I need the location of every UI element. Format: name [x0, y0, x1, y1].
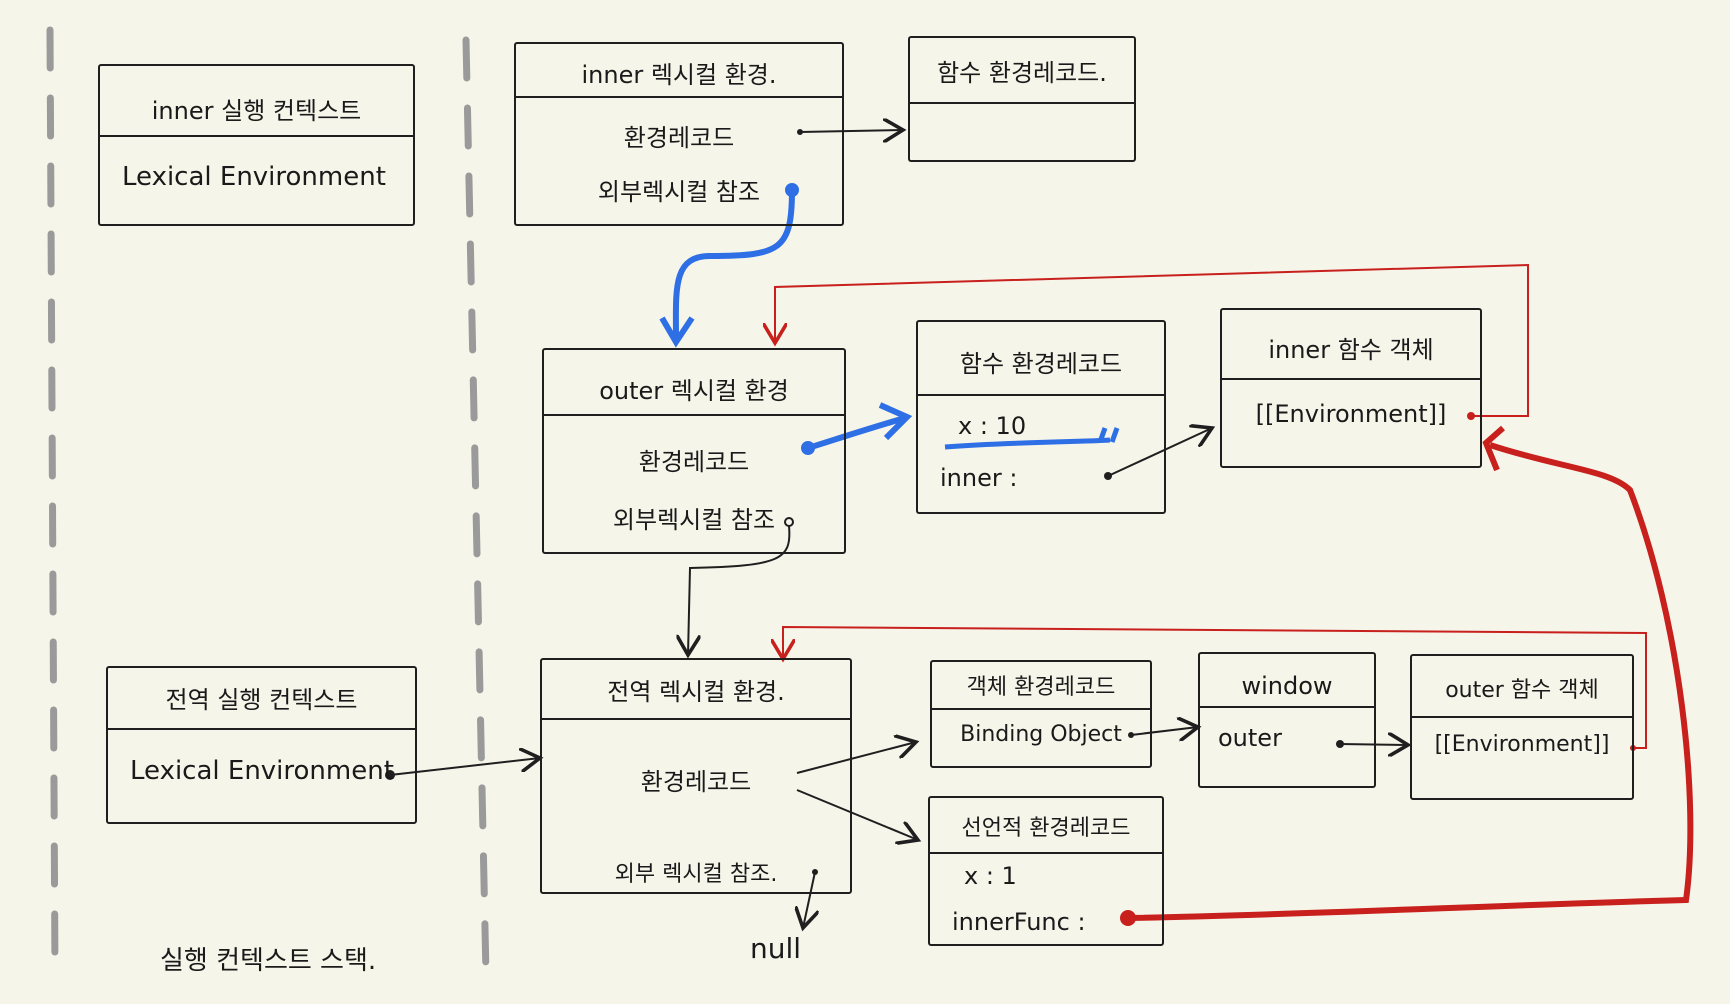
null-label: null: [750, 932, 802, 965]
window-object: window outer: [1198, 652, 1376, 788]
inner-function-object: inner 함수 객체 [[Environment]]: [1220, 308, 1482, 468]
outer-env-title: outer 렉시컬 환경: [544, 350, 844, 416]
inner-ctx-title: inner 실행 컨텍스트: [100, 66, 413, 137]
declarative-record-innerfunc: innerFunc :: [952, 908, 1086, 936]
outer-func-obj-title: outer 함수 객체: [1412, 656, 1632, 718]
object-record-title: 객체 환경레코드: [932, 662, 1150, 710]
outer-func-record-title: 함수 환경레코드: [918, 322, 1164, 396]
outer-function-env-record: 함수 환경레코드 x : 10 inner :: [916, 320, 1166, 514]
global-ctx-title: 전역 실행 컨텍스트: [108, 668, 415, 730]
inner-func-record-title: 함수 환경레코드.: [910, 38, 1134, 104]
outer-lexical-environment: outer 렉시컬 환경 환경레코드 외부렉시컬 참조: [542, 348, 846, 554]
outer-function-object: outer 함수 객체 [[Environment]]: [1410, 654, 1634, 800]
global-env-outer-ref: 외부 렉시컬 참조.: [614, 862, 778, 887]
global-ctx-lexenv: Lexical Environment: [130, 756, 394, 786]
stack-caption: 실행 컨텍스트 스택.: [160, 946, 377, 976]
inner-env-title: inner 렉시컬 환경.: [516, 44, 842, 98]
stack-divider-right: [462, 36, 490, 979]
inner-env-record: 환경레코드: [623, 124, 735, 152]
inner-lexical-environment: inner 렉시컬 환경. 환경레코드 외부렉시컬 참조: [514, 42, 844, 226]
inner-func-obj-title: inner 함수 객체: [1222, 310, 1480, 380]
stack-divider-left: [46, 26, 59, 979]
window-title: window: [1200, 654, 1374, 708]
outer-func-record-inner: inner :: [940, 464, 1018, 492]
outer-func-record-x: x : 10: [958, 412, 1027, 440]
global-env-title: 전역 렉시컬 환경.: [542, 660, 850, 720]
global-env-record: 환경레코드: [640, 768, 752, 796]
outer-env-record: 환경레코드: [638, 448, 750, 476]
inner-function-env-record: 함수 환경레코드.: [908, 36, 1136, 162]
declarative-record-title: 선언적 환경레코드: [930, 798, 1162, 854]
window-outer-row: outer: [1218, 724, 1282, 752]
outer-func-obj-slot: [[Environment]]: [1434, 732, 1610, 757]
inner-execution-context: inner 실행 컨텍스트 Lexical Environment: [98, 64, 415, 226]
declarative-record-x: x : 1: [964, 862, 1017, 890]
object-record-binding: Binding Object: [960, 722, 1122, 747]
global-lexical-environment: 전역 렉시컬 환경. 환경레코드 외부 렉시컬 참조.: [540, 658, 852, 894]
object-env-record: 객체 환경레코드 Binding Object: [930, 660, 1152, 768]
declarative-env-record: 선언적 환경레코드 x : 1 innerFunc :: [928, 796, 1164, 946]
outer-env-outer-ref: 외부렉시컬 참조: [612, 506, 776, 534]
inner-func-obj-slot: [[Environment]]: [1255, 400, 1447, 428]
global-execution-context: 전역 실행 컨텍스트 Lexical Environment: [106, 666, 417, 824]
inner-env-outer-ref: 외부렉시컬 참조: [597, 178, 761, 206]
inner-ctx-lexenv: Lexical Environment: [122, 162, 386, 192]
